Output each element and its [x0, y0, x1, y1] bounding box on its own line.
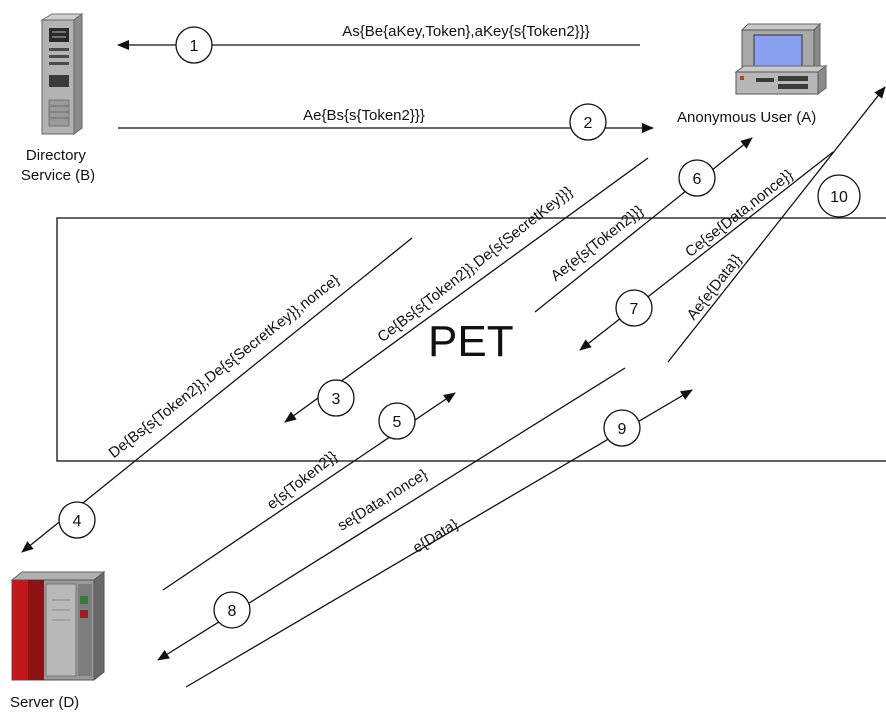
- user-label: Anonymous User (A): [677, 109, 816, 126]
- server-label: Server (D): [10, 694, 79, 711]
- svg-text:4: 4: [73, 513, 82, 530]
- svg-text:9: 9: [618, 421, 627, 438]
- user-computer-icon: [734, 22, 828, 95]
- svg-text:2: 2: [584, 115, 593, 132]
- svg-text:3: 3: [332, 391, 341, 408]
- svg-text:5: 5: [393, 414, 402, 431]
- svg-text:As{Be{aKey,Token},aKey{s{Token: As{Be{aKey,Token},aKey{s{Token2}}}: [342, 23, 589, 40]
- svg-text:e{Data}: e{Data}: [410, 516, 461, 557]
- svg-text:Ae{Bs{s{Token2}}}: Ae{Bs{s{Token2}}}: [303, 107, 425, 124]
- message-2: 2 Ae{Bs{s{Token2}}}: [118, 103, 654, 141]
- server-icon: [10, 570, 106, 682]
- message-3: 3 Ce{Bs{s{Token2}},De{s{SecretKey}}}: [284, 157, 649, 423]
- svg-text:se{Data,nonce}: se{Data,nonce}: [335, 466, 431, 535]
- svg-text:7: 7: [630, 301, 639, 318]
- message-10: 10 Ae{e{Data}}: [667, 86, 886, 363]
- pet-label: PET: [428, 317, 514, 366]
- svg-text:1: 1: [190, 38, 199, 55]
- directory-server-icon: [40, 13, 84, 135]
- svg-text:6: 6: [693, 171, 702, 188]
- svg-text:8: 8: [228, 603, 237, 620]
- message-9: 9 e{Data}: [185, 389, 693, 688]
- message-1: 1 As{Be{aKey,Token},aKey{s{Token2}}}: [117, 23, 640, 64]
- directory-label: Directory Service (B): [21, 147, 95, 184]
- svg-text:e{s{Token2}}: e{s{Token2}}: [264, 448, 341, 513]
- svg-text:De{Bs{s{Token2}},De{s{SecretKe: De{Bs{s{Token2}},De{s{SecretKey}},nonce}: [106, 271, 343, 462]
- svg-text:10: 10: [830, 189, 848, 206]
- svg-text:Ae{e{s{Token2}}}: Ae{e{s{Token2}}}: [548, 202, 647, 285]
